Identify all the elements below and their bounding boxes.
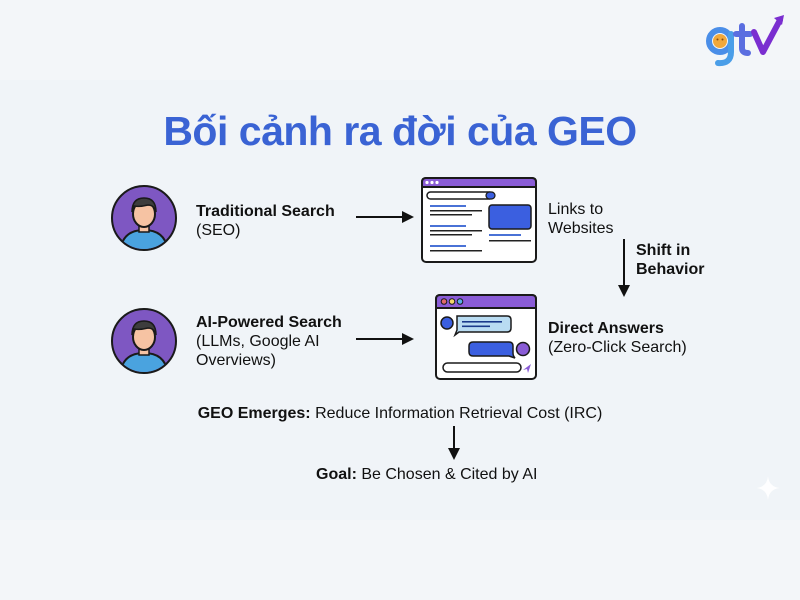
links-to-websites-label: Links to Websites — [548, 200, 614, 238]
diagram-background — [0, 80, 800, 520]
direct-answers-title: Direct Answers — [548, 320, 664, 337]
arrow-right-icon — [356, 333, 414, 345]
ai-powered-search-label: AI-Powered Search (LLMs, Google AI Overv… — [196, 313, 342, 370]
user-avatar-icon — [111, 308, 177, 374]
arrow-down-icon — [618, 239, 630, 297]
geo-emerges-statement: GEO Emerges: Reduce Information Retrieva… — [0, 404, 800, 423]
page-title: Bối cảnh ra đời của GEO — [163, 108, 637, 154]
shift-line-2: Behavior — [636, 261, 705, 278]
goal-label: Goal: — [316, 466, 357, 483]
ai-powered-search-subtitle-2: Overviews) — [196, 352, 277, 369]
traditional-search-subtitle: (SEO) — [196, 222, 241, 239]
links-to-websites-line-2: Websites — [548, 220, 614, 237]
ai-powered-search-title: AI-Powered Search — [196, 314, 342, 331]
arrow-down-icon — [448, 426, 460, 460]
sparkle-icon — [756, 476, 780, 500]
geo-emerges-text: Reduce Information Retrieval Cost (IRC) — [310, 405, 603, 422]
shift-in-behavior-label: Shift in Behavior — [636, 241, 704, 279]
traditional-search-label: Traditional Search (SEO) — [196, 202, 335, 240]
shift-line-1: Shift in — [636, 242, 691, 259]
links-to-websites-line-1: Links to — [548, 201, 604, 218]
user-avatar-icon — [111, 185, 177, 251]
arrow-right-icon — [356, 211, 414, 223]
goal-text: Be Chosen & Cited by AI — [356, 466, 538, 483]
direct-answers-label: Direct Answers (Zero-Click Search) — [548, 319, 687, 357]
geo-emerges-label: GEO Emerges: — [197, 405, 311, 422]
goal-statement: Goal: Be Chosen & Cited by AI — [316, 465, 537, 484]
search-results-browser-icon — [421, 177, 537, 263]
ai-chat-browser-icon — [435, 294, 537, 380]
ai-powered-search-subtitle-1: (LLMs, Google AI — [196, 333, 320, 350]
gtv-logo — [706, 15, 784, 67]
direct-answers-subtitle: (Zero-Click Search) — [548, 339, 687, 356]
traditional-search-title: Traditional Search — [196, 203, 335, 220]
